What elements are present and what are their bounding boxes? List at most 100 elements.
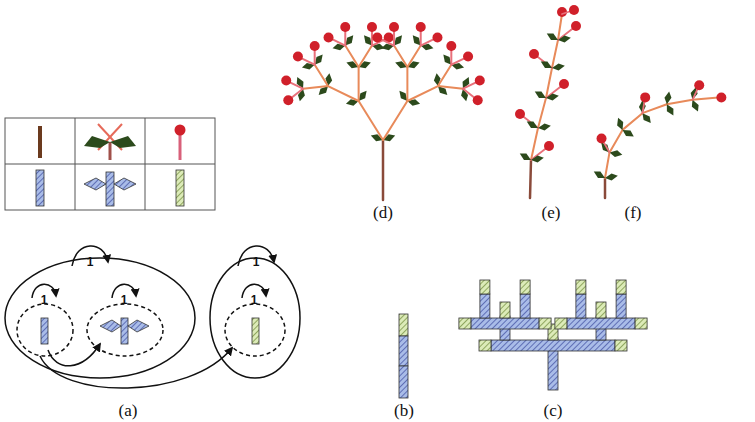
branch <box>315 65 328 86</box>
branch <box>558 14 562 40</box>
panel-label: (f) <box>625 204 642 221</box>
flower <box>716 92 726 102</box>
module-bar <box>480 294 490 318</box>
branch <box>382 140 385 200</box>
leaf <box>692 100 699 112</box>
flower <box>597 134 607 144</box>
panel-label: (b) <box>394 402 414 419</box>
flower <box>475 76 485 86</box>
rule-number: 1 <box>41 294 48 306</box>
branch <box>358 67 360 101</box>
branch <box>345 46 358 67</box>
module-bar <box>615 340 627 351</box>
branch <box>394 46 407 67</box>
rule-number: 1 <box>251 294 258 306</box>
branch <box>359 46 372 67</box>
flower <box>324 32 334 42</box>
branch <box>303 86 328 89</box>
leaf <box>538 123 551 130</box>
leaf <box>610 150 623 157</box>
leaf <box>617 118 623 130</box>
module-string <box>399 314 408 398</box>
flower <box>640 92 650 102</box>
branch <box>383 101 407 140</box>
flower <box>446 41 456 51</box>
flower <box>340 22 350 32</box>
leaf <box>443 54 451 64</box>
module-structure <box>459 280 647 390</box>
leaf <box>552 63 565 70</box>
flower <box>416 22 426 32</box>
branch <box>552 40 558 68</box>
module-bar <box>567 318 635 329</box>
leaf <box>535 91 546 98</box>
leaf <box>359 91 367 101</box>
panel-label: (c) <box>544 402 563 419</box>
module-symbols <box>41 318 259 344</box>
flower <box>372 32 382 42</box>
flower <box>544 141 554 151</box>
leaf <box>345 35 353 45</box>
rule-number: 1 <box>253 256 260 268</box>
plant-figures <box>281 5 726 200</box>
module-bar <box>596 302 606 318</box>
leaf <box>605 173 618 180</box>
flower <box>367 22 377 32</box>
flower <box>694 80 704 90</box>
branch <box>623 113 643 130</box>
production-graph <box>5 246 300 388</box>
flower <box>432 32 442 42</box>
branch <box>538 98 546 128</box>
flower <box>283 95 293 105</box>
branch <box>605 152 610 178</box>
branch <box>407 46 420 67</box>
leaf <box>364 35 372 45</box>
branch <box>407 86 438 101</box>
leaf <box>642 113 650 123</box>
leaf <box>623 130 634 137</box>
flower <box>293 52 303 62</box>
branch <box>359 101 383 140</box>
flower <box>559 79 569 89</box>
module-bar <box>520 294 530 318</box>
leaf <box>547 33 558 40</box>
flower <box>571 21 581 31</box>
leaf <box>413 35 421 45</box>
branch <box>604 178 607 198</box>
module-bar <box>459 318 471 329</box>
branch <box>406 67 408 101</box>
module-bar <box>616 280 626 294</box>
flower <box>473 95 483 105</box>
branch <box>610 130 623 153</box>
panel-label: (e) <box>542 204 561 221</box>
leaf <box>394 35 402 45</box>
module-bar <box>491 340 615 351</box>
leaf <box>541 61 552 68</box>
branch <box>438 86 463 89</box>
leaf <box>527 121 538 128</box>
leaf <box>558 35 571 42</box>
leaf <box>315 54 323 64</box>
panel-label: (a) <box>119 402 138 419</box>
branch <box>328 86 359 101</box>
module-bar <box>520 280 530 294</box>
module-bar <box>539 318 551 329</box>
module-bar <box>500 302 510 318</box>
branch <box>530 160 531 198</box>
module-bar <box>555 318 567 329</box>
rule-number: 1 <box>87 256 94 268</box>
flower <box>569 5 579 15</box>
module-bar <box>576 280 586 294</box>
leaf <box>664 91 671 104</box>
flower <box>389 22 399 32</box>
module-bar <box>480 280 490 294</box>
leaf <box>520 153 531 160</box>
branch <box>438 65 451 86</box>
leaf <box>399 91 407 101</box>
branch <box>667 100 693 105</box>
flower <box>529 49 539 59</box>
rule-number: 1 <box>121 294 128 306</box>
module-bar <box>635 318 647 329</box>
leaf <box>594 171 605 178</box>
table-symbols <box>36 124 186 206</box>
